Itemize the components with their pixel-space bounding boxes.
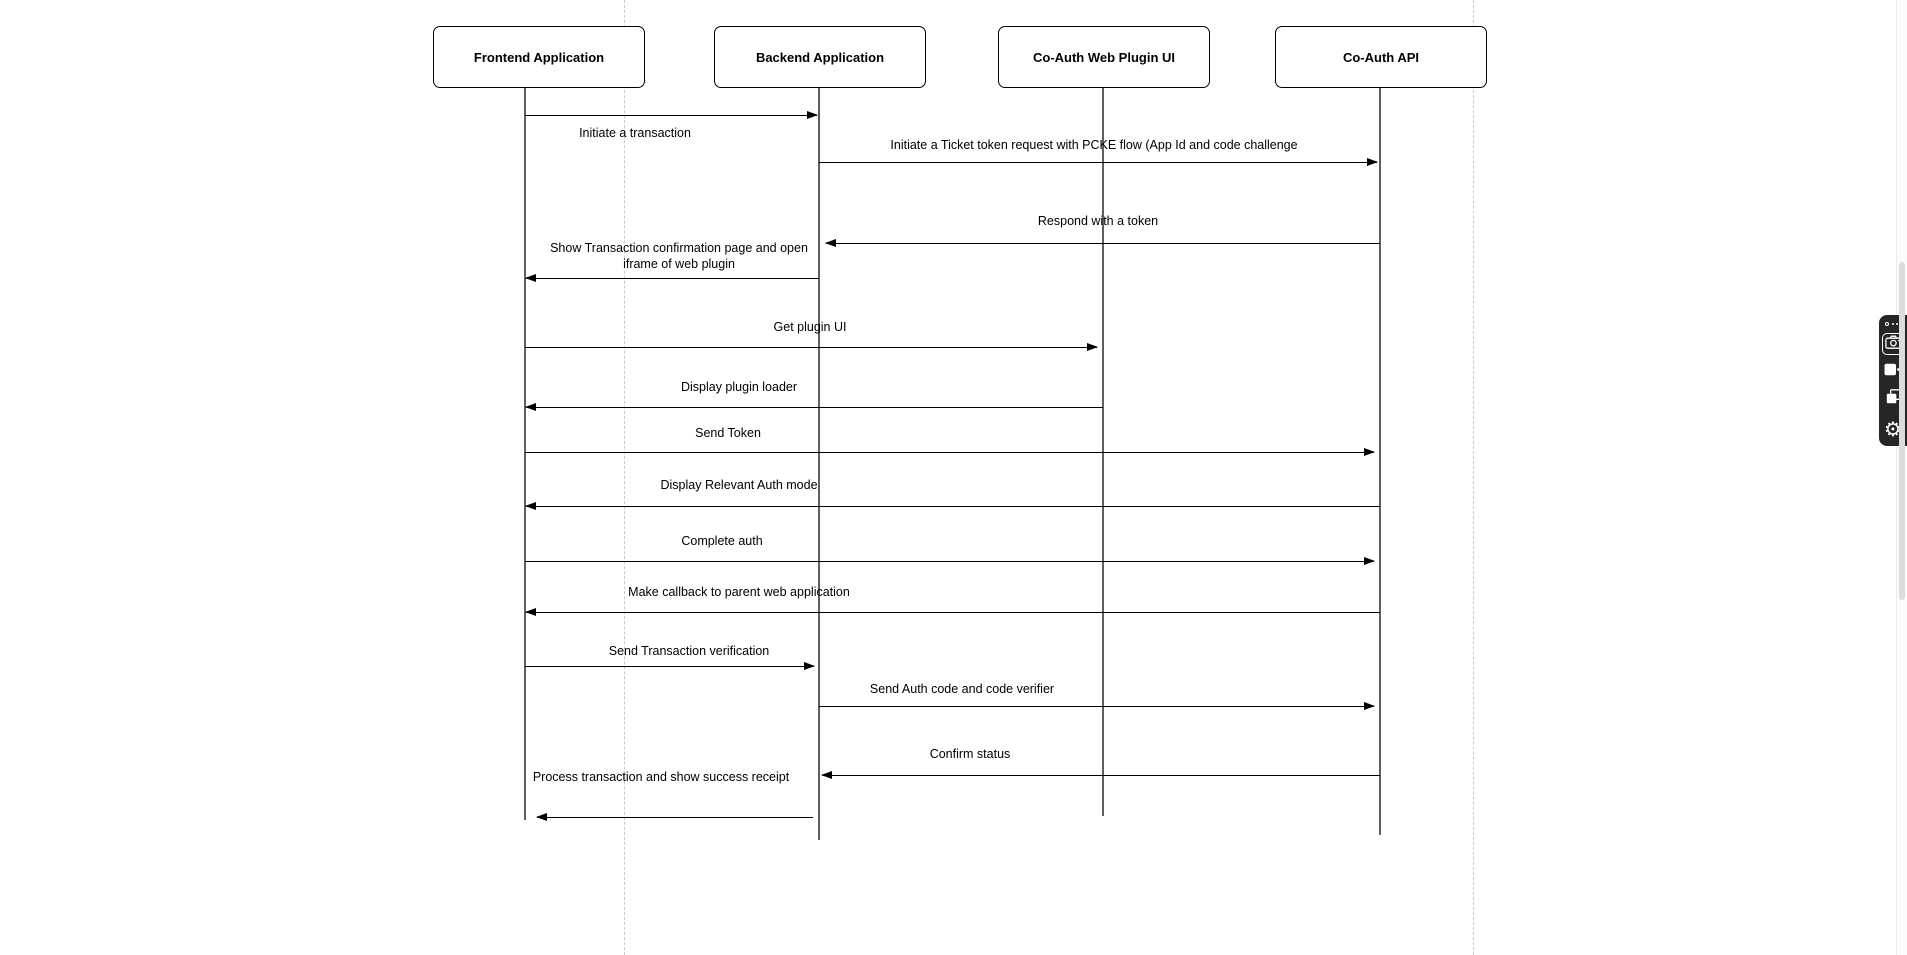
page-guide-line (624, 0, 625, 955)
arrowhead-left-icon (525, 501, 536, 510)
arrowhead-right-icon (1367, 157, 1378, 166)
message-arrow-12[interactable] (819, 701, 1375, 710)
actor-co-auth-web-plugin-ui[interactable]: Co-Auth Web Plugin UI (998, 26, 1210, 88)
actor-backend-application[interactable]: Backend Application (714, 26, 926, 88)
page-guide-line (1473, 0, 1474, 955)
message-arrow-8[interactable] (525, 501, 1380, 510)
message-label-5[interactable]: Get plugin UI (773, 320, 847, 334)
actor-co-auth-api[interactable]: Co-Auth API (1275, 26, 1487, 88)
actor-label: Co-Auth API (1342, 49, 1420, 65)
lifeline-web-plugin[interactable] (1102, 86, 1104, 816)
message-arrow-7[interactable] (525, 447, 1375, 456)
message-arrow-1[interactable] (525, 110, 818, 119)
arrowhead-left-icon (821, 770, 832, 779)
message-label-8[interactable]: Display Relevant Auth mode (660, 478, 818, 492)
actor-label: Frontend Application (473, 49, 605, 65)
actor-label: Backend Application (755, 49, 885, 65)
settings-gear-icon: ⚙ (1884, 417, 1902, 441)
message-label-3[interactable]: Respond with a token (1037, 214, 1159, 228)
dot-icon[interactable] (1884, 322, 1889, 326)
arrowhead-right-icon (1364, 701, 1375, 710)
arrowhead-left-icon (825, 238, 836, 247)
actor-frontend-application[interactable]: Frontend Application (433, 26, 645, 88)
message-label-2[interactable]: Initiate a Ticket token request with PCK… (890, 138, 1298, 152)
message-label-10[interactable]: Make callback to parent web application (628, 585, 850, 599)
lifeline-api[interactable] (1379, 86, 1381, 835)
message-arrow-14[interactable] (536, 812, 813, 821)
vertical-scrollbar-thumb[interactable] (1899, 262, 1905, 600)
message-label-1[interactable]: Initiate a transaction (579, 126, 691, 140)
message-arrow-5[interactable] (525, 342, 1098, 351)
message-label-4[interactable]: Show Transaction confirmation page and o… (550, 241, 808, 271)
actor-label: Co-Auth Web Plugin UI (1032, 49, 1176, 65)
message-arrow-3[interactable] (825, 238, 1380, 247)
settings-button[interactable]: ⚙ (1884, 417, 1902, 441)
arrowhead-left-icon (525, 273, 536, 282)
arrowhead-right-icon (1364, 556, 1375, 565)
lifeline-frontend[interactable] (524, 86, 526, 820)
message-arrow-6[interactable] (525, 402, 1103, 411)
message-arrow-11[interactable] (525, 661, 815, 670)
message-label-6[interactable]: Display plugin loader (680, 380, 798, 394)
arrowhead-left-icon (536, 812, 547, 821)
arrowhead-right-icon (807, 110, 818, 119)
arrowhead-right-icon (1087, 342, 1098, 351)
message-arrow-4[interactable] (525, 273, 819, 282)
message-arrow-2[interactable] (819, 157, 1378, 166)
message-arrow-10[interactable] (525, 607, 1380, 616)
lifeline-backend[interactable] (818, 86, 820, 840)
message-label-9[interactable]: Complete auth (681, 534, 763, 548)
arrowhead-left-icon (525, 607, 536, 616)
message-label-11[interactable]: Send Transaction verification (608, 644, 770, 658)
message-label-13[interactable]: Confirm status (929, 747, 1011, 761)
message-label-12[interactable]: Send Auth code and code verifier (869, 682, 1055, 696)
message-label-14[interactable]: Process transaction and show success rec… (532, 770, 790, 784)
arrowhead-right-icon (804, 661, 815, 670)
message-label-7[interactable]: Send Token (695, 426, 761, 440)
message-arrow-13[interactable] (821, 770, 1380, 779)
arrowhead-right-icon (1364, 447, 1375, 456)
arrowhead-left-icon (525, 402, 536, 411)
message-arrow-9[interactable] (525, 556, 1375, 565)
